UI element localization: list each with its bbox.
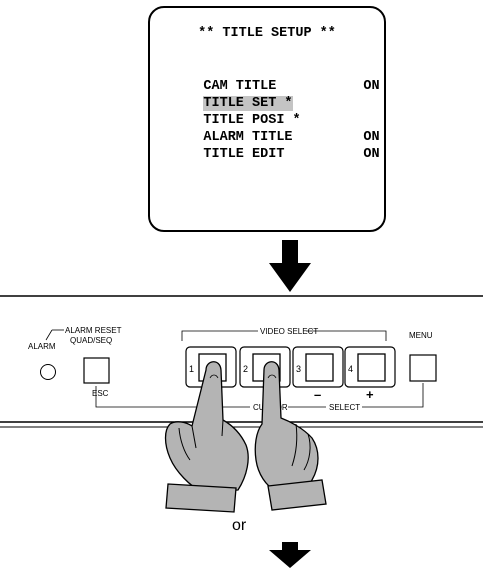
menu-item-label: TITLE SET * — [203, 96, 293, 111]
menu-item-alarm-title[interactable]: ALARM TITLE ON — [170, 115, 379, 145]
menu-item-title-posi[interactable]: TITLE POSI * — [170, 98, 363, 128]
button-number: 3 — [296, 364, 301, 374]
menu-item-label: TITLE EDIT — [203, 147, 285, 162]
menu-item-cam-title[interactable]: CAM TITLE ON — [170, 64, 379, 94]
menu-button[interactable] — [409, 354, 437, 382]
monitor-screen: ** TITLE SETUP ** CAM TITLE ON TITLE SET … — [148, 6, 386, 232]
cursor-label: CURSOR — [253, 403, 288, 412]
menu-item-label: CAM TITLE — [203, 79, 277, 94]
menu-title: ** TITLE SETUP ** — [198, 26, 336, 41]
menu-label: MENU — [409, 331, 433, 340]
quad-seq-button[interactable] — [83, 357, 110, 384]
menu-item-value: ON — [363, 79, 380, 94]
alarm-led — [40, 364, 56, 380]
alarm-reset-label: ALARM RESET — [65, 326, 122, 335]
select-label: SELECT — [329, 403, 360, 412]
cursor-indicator-icon — [213, 390, 221, 398]
menu-item-value: ON — [363, 147, 380, 162]
button-number: 1 — [189, 364, 194, 374]
menu-item-title-set[interactable]: TITLE SET * — [170, 81, 363, 111]
button-number: 4 — [348, 364, 353, 374]
menu-item-title-edit[interactable]: TITLE EDIT ON — [170, 132, 379, 162]
or-label: or — [232, 517, 247, 534]
menu-item-label: ALARM TITLE — [203, 130, 293, 145]
menu-item-value: ON — [363, 130, 380, 145]
video-select-label: VIDEO SELECT — [260, 327, 318, 336]
quad-seq-label: QUAD/SEQ — [70, 336, 112, 345]
alarm-label: ALARM — [28, 342, 56, 351]
menu-item-label: TITLE POSI * — [203, 113, 301, 128]
minus-label: – — [314, 387, 321, 402]
down-arrow-icon — [269, 240, 311, 292]
button-number: 2 — [243, 364, 248, 374]
down-arrow-icon — [269, 542, 311, 568]
esc-label: ESC — [92, 389, 109, 398]
control-panel: ALARM ALARM RESET QUAD/SEQ ESC VIDEO SEL… — [0, 295, 483, 428]
plus-label: + — [366, 387, 374, 402]
